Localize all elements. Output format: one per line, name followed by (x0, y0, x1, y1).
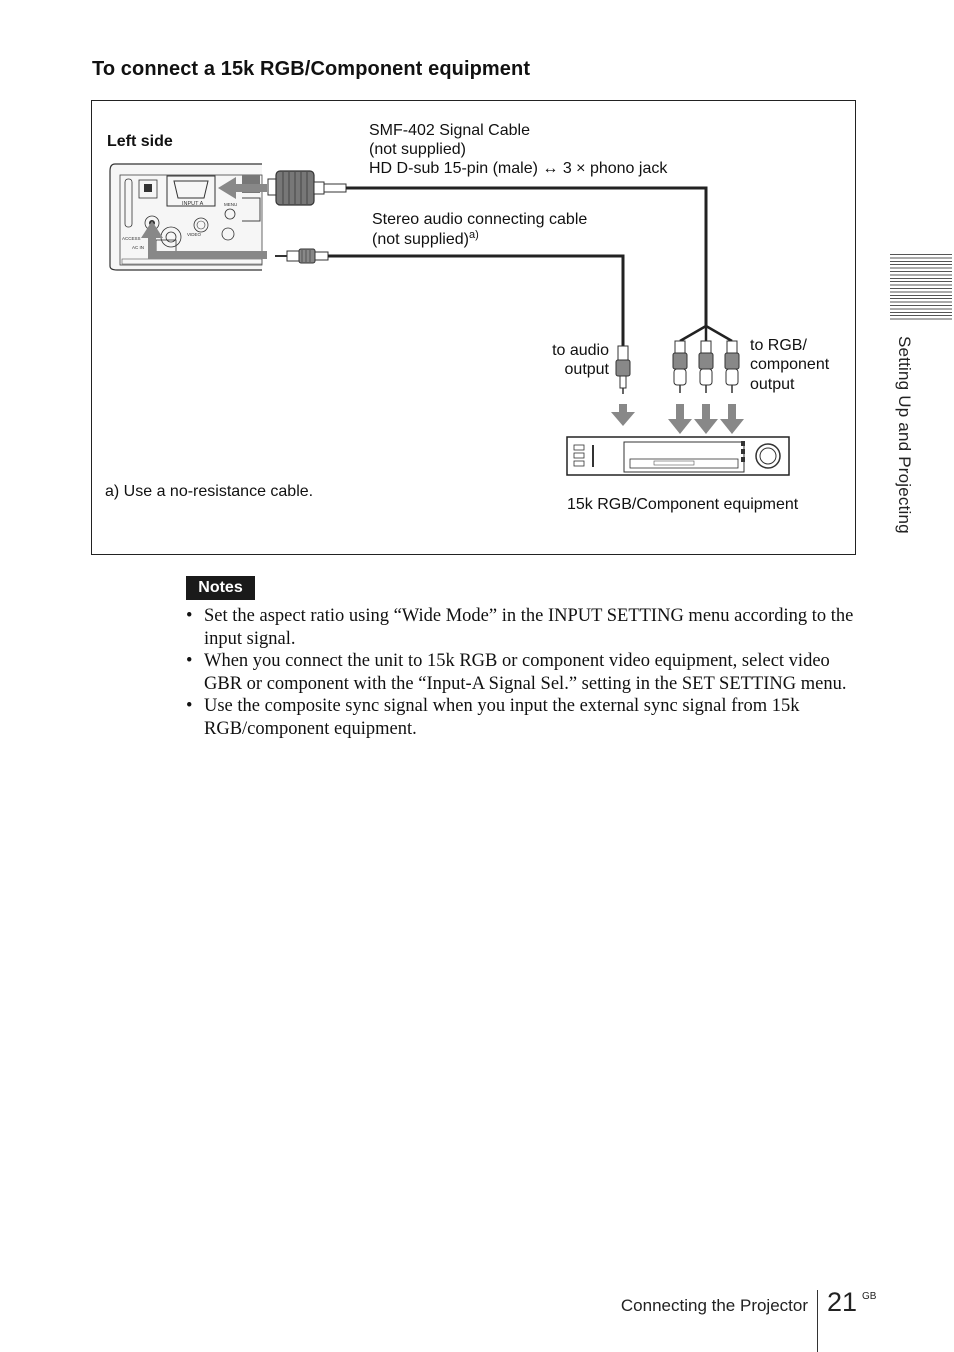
equipment-box (566, 436, 790, 476)
side-tab-label: Setting Up and Projecting (895, 336, 914, 534)
audio-cable-line2: (not supplied)a) (372, 230, 479, 250)
footer-section-title: Connecting the Projector (620, 1296, 808, 1315)
bullet-icon: • (186, 606, 193, 626)
audio-cable-line2-text: (not supplied) (372, 231, 469, 248)
note-text: Use the composite sync signal when you i… (204, 696, 800, 739)
panel-ac-in-label: AC IN (132, 245, 144, 250)
notes-badge: Notes (186, 576, 255, 600)
page-language-code: GB (862, 1291, 877, 1302)
to-rgb-output-line3: output (750, 376, 795, 393)
panel-input-a-label: INPUT A (182, 201, 204, 207)
note-text: When you connect the unit to 15k RGB or … (204, 651, 847, 694)
signal-cable (346, 186, 708, 326)
notes-list: • Set the aspect ratio using “Wide Mode” … (186, 605, 858, 741)
note-item: • Set the aspect ratio using “Wide Mode” … (186, 605, 858, 650)
audio-plug-equipment (615, 345, 631, 394)
note-item: • When you connect the unit to 15k RGB or… (186, 650, 858, 695)
phono-plug-1 (672, 340, 688, 393)
page-number: 21 (827, 1287, 858, 1317)
signal-cable-line1: SMF-402 Signal Cable (369, 122, 530, 139)
to-rgb-output-line2: component (750, 356, 830, 373)
panel-access-label: ACCESS (122, 236, 141, 241)
signal-cable-connector (267, 170, 347, 206)
audio-cable-footnote-mark: a) (468, 229, 479, 241)
diagram-footnote: a) Use a no-resistance cable. (105, 483, 314, 500)
output-arrows (611, 404, 744, 434)
to-rgb-output-line1: to RGB/ (750, 337, 807, 354)
connection-diagram-drawing: INPUT A MENU VIDEO ACCESS AC IN (109, 163, 790, 476)
equipment-label: 15k RGB/Component equipment (567, 496, 799, 513)
bullet-icon: • (186, 696, 193, 717)
bullet-icon: • (186, 651, 193, 672)
panel-menu-label: MENU (224, 202, 237, 207)
note-item: • Use the composite sync signal when you … (186, 695, 858, 740)
to-audio-output-line2: output (564, 361, 609, 378)
signal-cable-line3: HD D-sub 15-pin (male) ↔ 3 × phono jack (369, 160, 668, 177)
note-text: Set the aspect ratio using “Wide Mode” i… (204, 606, 854, 649)
signal-cable-line2: (not supplied) (369, 141, 466, 158)
panel-video-label: VIDEO (187, 232, 202, 237)
phono-split (672, 324, 740, 393)
audio-cable-line1: Stereo audio connecting cable (372, 211, 588, 228)
left-side-label: Left side (107, 133, 173, 150)
side-tab-rule (890, 254, 952, 322)
section-heading: To connect a 15k RGB/Component equipment (92, 58, 531, 80)
phono-plug-3 (724, 340, 740, 393)
connection-diagram: INPUT A MENU VIDEO ACCESS AC IN (91, 100, 856, 555)
audio-cable (328, 254, 625, 346)
phono-plug-2 (698, 340, 714, 393)
input-arrows (141, 177, 267, 259)
footer-divider (817, 1290, 818, 1352)
audio-plug (275, 248, 329, 264)
to-audio-output-line1: to audio (552, 342, 609, 359)
